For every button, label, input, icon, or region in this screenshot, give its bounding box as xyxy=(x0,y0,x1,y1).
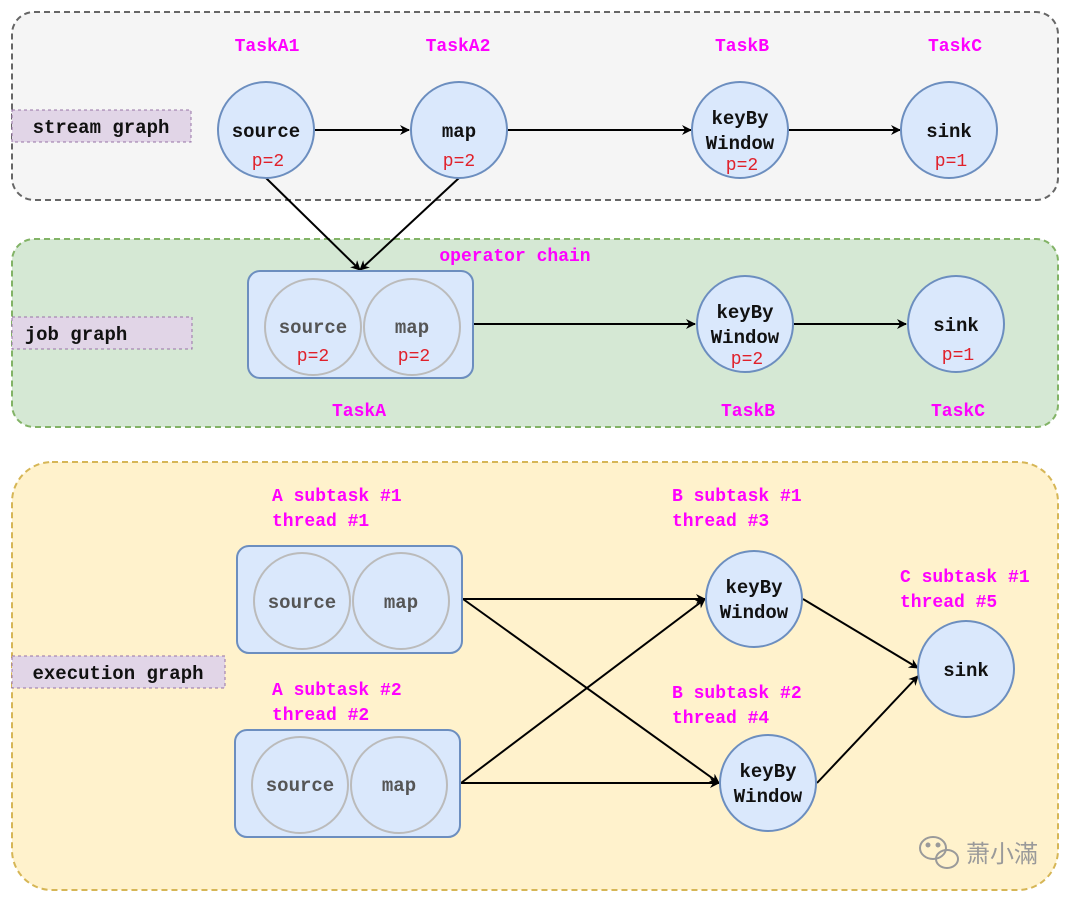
stream-edge-map-chain xyxy=(359,177,460,271)
svg-text:Window: Window xyxy=(720,602,789,624)
exec-subtask-b1-keyby: keyBy Window xyxy=(705,550,803,648)
exec-subtask-a1-chain: source map xyxy=(236,545,463,654)
svg-text:Window: Window xyxy=(711,327,780,349)
a-subtask-1-label: A subtask #1 xyxy=(272,487,402,507)
svg-text:source: source xyxy=(279,317,347,339)
b-subtask-2-thread: thread #4 xyxy=(672,709,769,729)
svg-text:p=2: p=2 xyxy=(731,350,763,370)
job-node-keyby-window: keyBy Window p=2 xyxy=(696,275,794,373)
svg-text:source: source xyxy=(266,775,334,797)
job-task-c: TaskC xyxy=(931,402,985,422)
exec-edge-b2-sink xyxy=(816,675,919,784)
svg-text:p=2: p=2 xyxy=(726,156,758,176)
svg-text:p=1: p=1 xyxy=(935,152,967,172)
a-subtask-2-thread: thread #2 xyxy=(272,706,369,726)
stream-node-map: map p=2 xyxy=(410,81,508,179)
job-graph-label: job graph xyxy=(11,316,193,350)
wechat-icon xyxy=(919,836,959,869)
svg-text:萧小滿: 萧小滿 xyxy=(966,840,1038,868)
svg-text:Window: Window xyxy=(734,786,803,808)
svg-text:sink: sink xyxy=(933,315,979,337)
svg-text:keyBy: keyBy xyxy=(716,302,774,324)
svg-text:sink: sink xyxy=(926,121,972,143)
svg-text:execution graph: execution graph xyxy=(32,663,203,685)
a-subtask-1-thread: thread #1 xyxy=(272,512,369,532)
c-subtask-1-label: C subtask #1 xyxy=(900,568,1030,588)
stream-task-c: TaskC xyxy=(928,37,982,57)
svg-text:map: map xyxy=(382,775,416,797)
job-task-b: TaskB xyxy=(721,402,775,422)
stream-node-keyby-window: keyBy Window p=2 xyxy=(691,81,789,179)
svg-text:map: map xyxy=(384,592,418,614)
stream-node-sink: sink p=1 xyxy=(900,81,998,179)
svg-text:p=2: p=2 xyxy=(297,347,329,367)
job-node-sink: sink p=1 xyxy=(907,275,1005,373)
exec-subtask-c1-sink: sink xyxy=(917,620,1015,718)
b-subtask-1-thread: thread #3 xyxy=(672,512,769,532)
wechat-watermark: 萧小滿 xyxy=(919,836,1038,869)
b-subtask-1-label: B subtask #1 xyxy=(672,487,802,507)
svg-text:map: map xyxy=(442,121,476,143)
execution-graph-label: execution graph xyxy=(11,655,226,689)
svg-text:source: source xyxy=(232,121,300,143)
svg-text:map: map xyxy=(395,317,429,339)
svg-text:p=2: p=2 xyxy=(398,347,430,367)
exec-edge-a2-b1 xyxy=(460,598,706,784)
operator-chain-label: operator chain xyxy=(439,247,590,267)
svg-text:Window: Window xyxy=(706,133,775,155)
stream-graph-label: stream graph xyxy=(11,109,192,143)
svg-text:p=1: p=1 xyxy=(942,346,974,366)
stream-task-b: TaskB xyxy=(715,37,769,57)
stream-node-source: source p=2 xyxy=(217,81,315,179)
svg-text:stream graph: stream graph xyxy=(33,117,170,139)
stream-graph-panel xyxy=(11,11,1059,201)
svg-text:sink: sink xyxy=(943,660,989,682)
exec-edge-a1-b2 xyxy=(462,598,720,784)
stream-task-a1: TaskA1 xyxy=(235,37,300,57)
svg-text:keyBy: keyBy xyxy=(725,577,783,599)
svg-text:p=2: p=2 xyxy=(252,152,284,172)
stream-edge-source-chain xyxy=(265,177,361,271)
svg-text:job graph: job graph xyxy=(25,324,128,346)
svg-text:keyBy: keyBy xyxy=(739,761,797,783)
svg-text:source: source xyxy=(268,592,336,614)
job-task-a: TaskA xyxy=(332,402,386,422)
svg-text:keyBy: keyBy xyxy=(711,108,769,130)
svg-text:p=2: p=2 xyxy=(443,152,475,172)
stream-task-a2: TaskA2 xyxy=(426,37,491,57)
exec-edge-b1-sink xyxy=(802,598,919,669)
exec-subtask-b2-keyby: keyBy Window xyxy=(719,734,817,832)
b-subtask-2-label: B subtask #2 xyxy=(672,684,802,704)
c-subtask-1-thread: thread #5 xyxy=(900,593,997,613)
exec-subtask-a2-chain: source map xyxy=(234,729,461,838)
a-subtask-2-label: A subtask #2 xyxy=(272,681,402,701)
job-operator-chain: source p=2 map p=2 xyxy=(247,270,474,379)
